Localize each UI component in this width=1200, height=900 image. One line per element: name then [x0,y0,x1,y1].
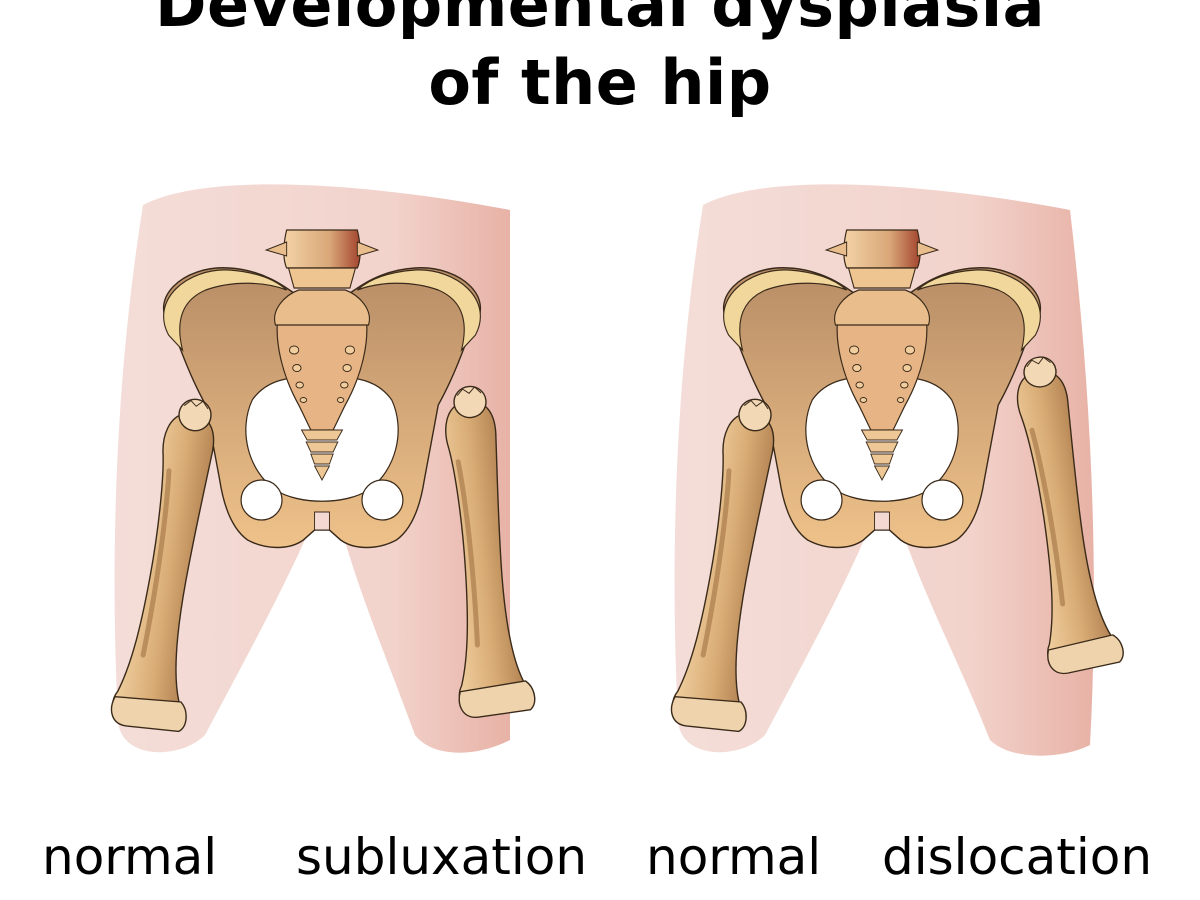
right-figure-normal-dislocation [669,184,1125,756]
left-figure-normal-subluxation [109,184,536,753]
caption-dislocation: dislocation [882,828,1153,886]
title-line-1: Developmental dysplasia [155,0,1045,41]
title-line-2: of the hip [428,46,772,119]
caption-normal-right: normal [646,828,822,886]
caption-normal-left: normal [42,828,218,886]
caption-subluxation: subluxation [296,828,588,886]
